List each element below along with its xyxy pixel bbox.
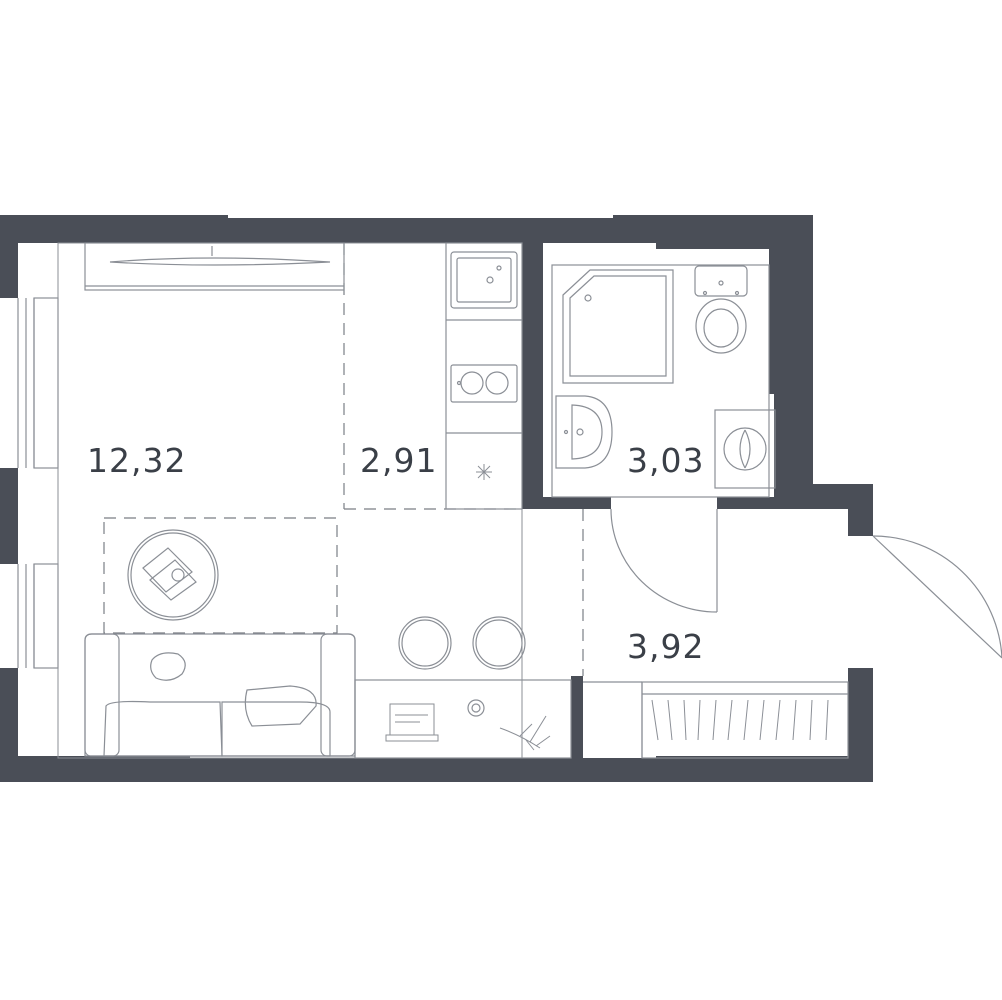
windows	[17, 297, 59, 669]
living-room-area: 12,32	[87, 441, 187, 480]
walls	[0, 215, 873, 782]
desk-icon	[354, 679, 572, 759]
coffee-table-icon	[127, 529, 219, 621]
bathroom-door	[610, 508, 718, 613]
sink-icon	[450, 251, 518, 309]
bathroom-area: 3,03	[627, 441, 705, 480]
entrance-door	[872, 535, 1002, 659]
bathroom-outline	[551, 264, 770, 498]
kitchen-area: 2,91	[360, 441, 438, 480]
sofa-icon	[84, 633, 356, 757]
kitchen-counter	[445, 242, 523, 510]
laptop-icon	[385, 703, 439, 742]
fridge-icon	[476, 464, 492, 480]
washing-machine-icon	[714, 409, 776, 489]
washbasin-icon	[555, 395, 613, 469]
wardrobe-top	[84, 242, 345, 291]
hallway-area: 3,92	[627, 627, 705, 666]
toilet-icon	[694, 265, 748, 354]
cooktop-icon	[450, 364, 518, 403]
stool-icons	[398, 616, 526, 670]
hallway-wardrobe	[583, 681, 849, 759]
shower-tray-icon	[562, 269, 674, 384]
hanger-icons	[651, 699, 829, 741]
plant-icon	[499, 715, 551, 751]
mug-icon	[467, 699, 485, 717]
